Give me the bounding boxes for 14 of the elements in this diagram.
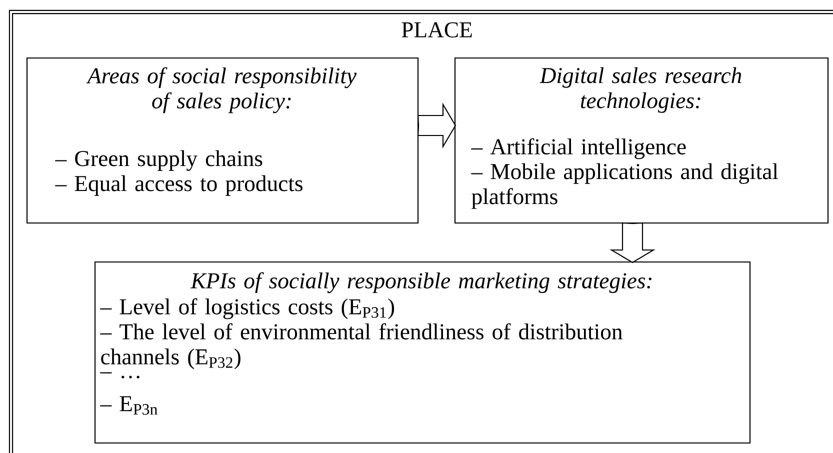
box-heading: KPIs of socially responsible marketing strategies: (190, 272, 652, 294)
block-arrow (417, 102, 456, 148)
list-item: – Mobile applications and digital platforms (471, 163, 778, 209)
list-item: – Level of logistics costs (E$_{P31}$) (100, 298, 394, 320)
list-item: – E$_{P3n}$ (100, 396, 158, 415)
heading: PLACE (402, 22, 472, 38)
box-heading: Digital sales research technologies: (540, 67, 742, 113)
list-item: – Green supply chains (55, 150, 262, 171)
block-arrow (610, 222, 656, 264)
list-item: – Equal access to products (55, 175, 302, 196)
list-item: – … (100, 372, 140, 378)
list-item: – The level of environmental friendliness of distribution channels (E$_{P32}$) (100, 323, 622, 370)
box-heading: Areas of social responsibility of sales policy: (86, 67, 357, 114)
list-item: – Artificial intelligence (471, 138, 686, 160)
